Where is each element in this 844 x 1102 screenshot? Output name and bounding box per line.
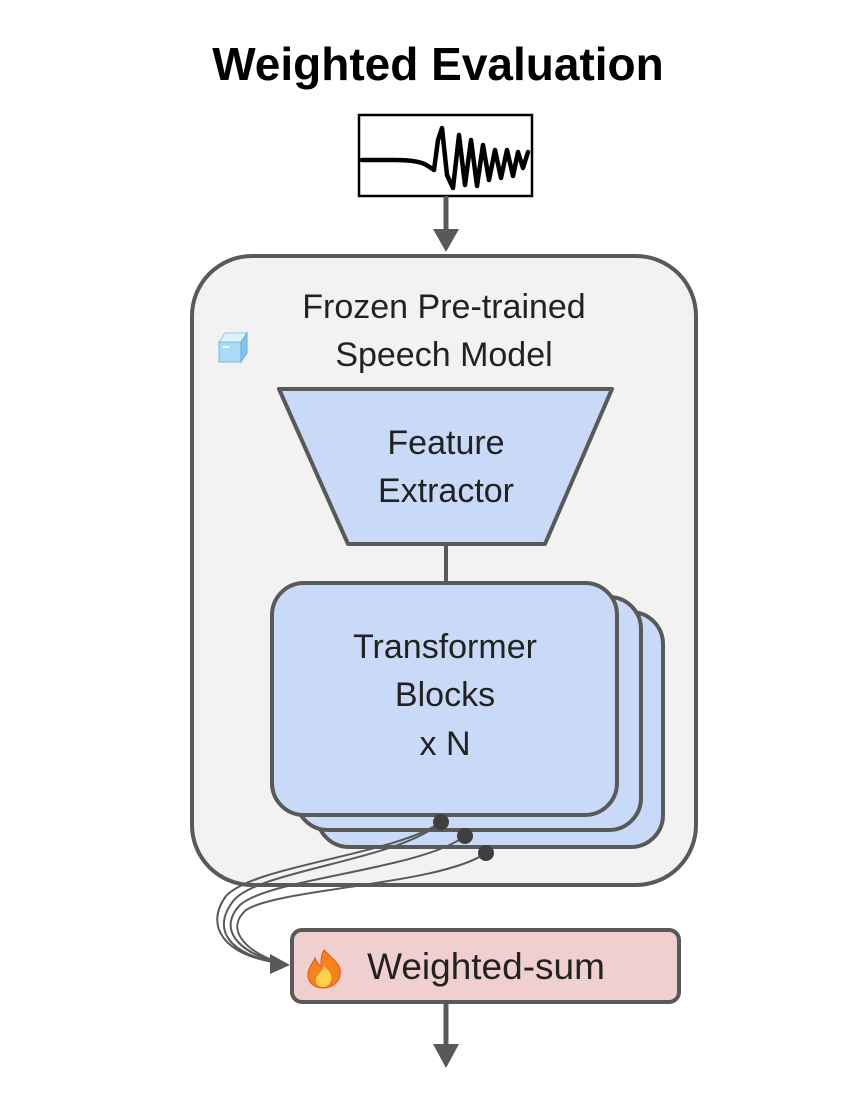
- feature-extractor-label-line1: Feature: [387, 424, 504, 462]
- transformer-label-line1: Transformer: [353, 628, 537, 666]
- model-label-line1: Frozen Pre-trained: [302, 288, 585, 326]
- weighted-sum-arrowhead: [270, 954, 290, 974]
- output-arrow: [433, 1004, 459, 1068]
- input-arrow: [433, 196, 459, 252]
- layer-output-dot-2: [457, 828, 473, 844]
- fire-icon: [307, 949, 341, 989]
- weighted-sum-label: Weighted-sum: [367, 946, 605, 987]
- layer-output-dot-3: [478, 845, 494, 861]
- model-label-line2: Speech Model: [335, 336, 552, 374]
- waveform-icon: [357, 113, 534, 198]
- transformer-label-line3: x N: [420, 725, 471, 763]
- transformer-label-line2: Blocks: [395, 676, 495, 714]
- layer-output-dot-1: [433, 814, 449, 830]
- layer-output-connections: [216, 821, 487, 964]
- weighted-sum-box: [290, 928, 681, 1004]
- feature-extractor-shape: [277, 387, 614, 546]
- feature-extractor-label-line2: Extractor: [378, 472, 514, 510]
- ice-cube-icon: [218, 331, 248, 364]
- diagram-title: Weighted Evaluation: [212, 38, 664, 90]
